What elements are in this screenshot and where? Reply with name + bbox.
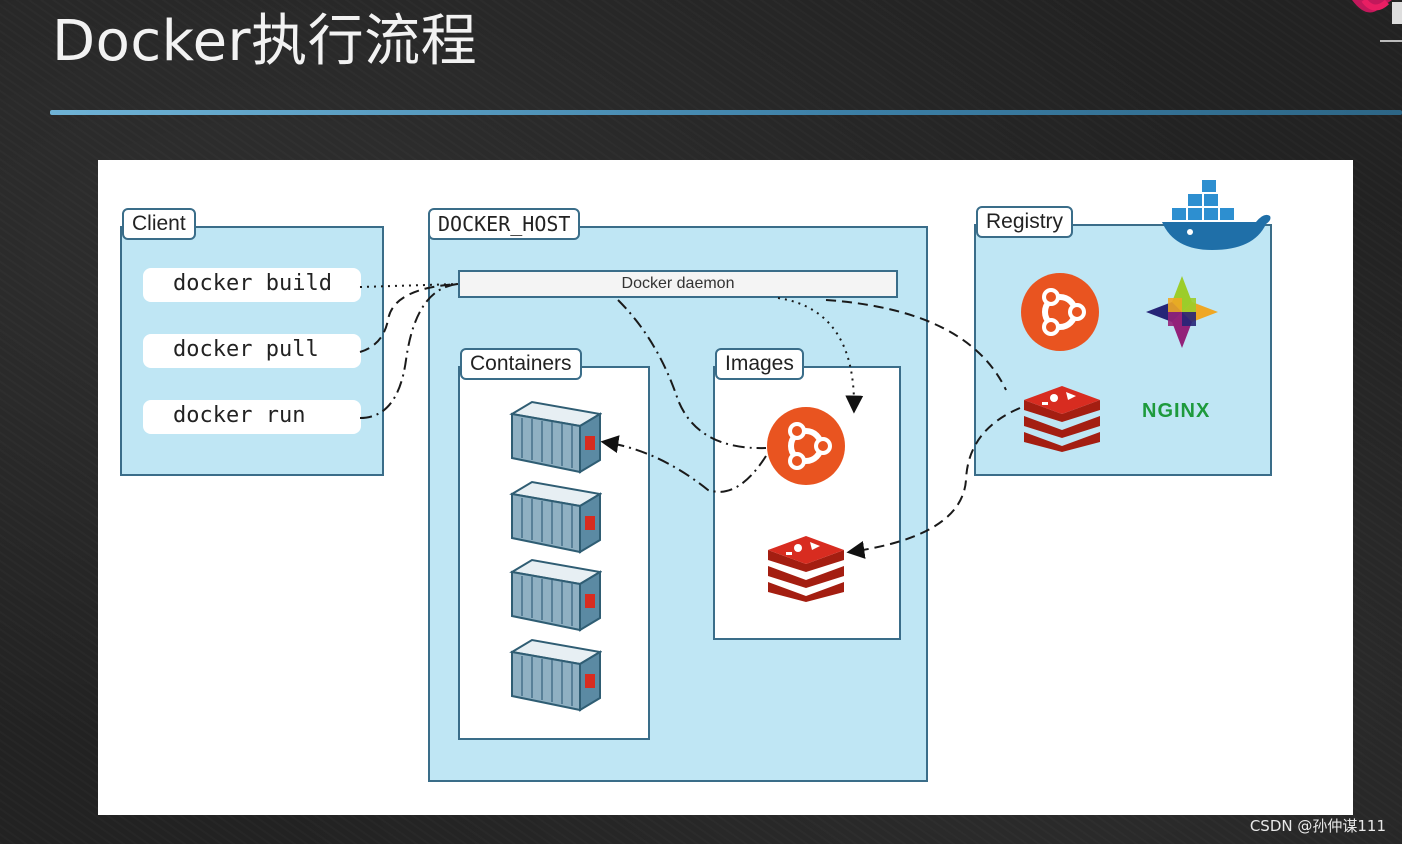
command-docker-pull: docker pull [143,334,361,368]
brand-logo [1252,0,1402,50]
centos-icon [1146,276,1218,348]
daemon-to-image-connector [777,297,864,414]
nginx-logo: NGINX [1142,400,1211,422]
registry-to-redis-image-connector [846,407,1021,559]
run-connector [359,283,459,419]
build-connector [359,283,459,288]
command-docker-run: docker run [143,400,361,434]
redis-image-icon [768,536,844,602]
registry-box [974,224,1272,476]
ubuntu-image-icon [767,407,845,485]
containers-label: Containers [460,348,582,380]
daemon-to-registry-connector [825,299,1007,391]
docker-host-label: DOCKER_HOST [428,208,581,240]
diagram-panel: Client docker build docker pull docker r… [98,160,1353,815]
container-icon [509,558,602,632]
container-icon [509,480,602,554]
ubuntu-icon [1021,273,1099,351]
flow-connectors [359,283,1021,559]
registry-label: Registry [976,206,1074,238]
redis-icon [1024,386,1100,452]
images-label: Images [715,348,804,380]
watermark-text: CSDN @孙仲谋111 [1249,817,1386,835]
slide-title: Docker执行流程 [52,9,478,74]
client-label: Client [122,208,196,240]
container-icon [509,638,602,712]
pull-connector [359,283,459,353]
docker-whale-icon [1162,180,1271,250]
daemon-to-ubuntu-connector [617,299,767,450]
container-icon [509,400,602,474]
docker-daemon-bar: Docker daemon [458,270,898,298]
image-to-container-connector [600,435,767,493]
command-docker-build: docker build [143,268,361,302]
title-divider [50,110,1402,115]
